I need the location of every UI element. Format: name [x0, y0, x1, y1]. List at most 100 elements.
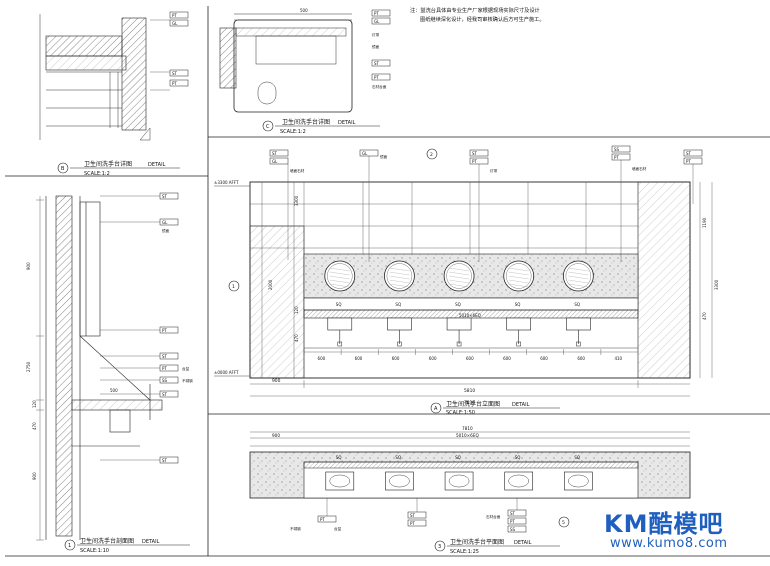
tag: GL: [172, 21, 178, 26]
dim: 500: [110, 388, 118, 393]
title-elevation: A 卫生间洗手台立面图 DETAIL SCALE:1:50: [430, 400, 560, 416]
title-b-text: 卫生间洗手台详图: [84, 160, 132, 168]
note-line-1: 注：盥洗台具体由专业生产厂家根据现场实际尺寸及设计: [410, 6, 540, 14]
tag: PT: [614, 155, 619, 160]
marker-3: 3: [438, 544, 441, 550]
tag: ST: [374, 61, 380, 66]
annotation: 台盆: [182, 366, 190, 371]
watermark-url: www.kumo8.com: [610, 536, 728, 551]
title-plan-suffix: DETAIL: [514, 540, 532, 546]
tag: PT: [472, 159, 477, 164]
watermark: KM酷模吧 www.kumo8.com: [590, 504, 768, 562]
annotation: 灯带: [490, 168, 498, 173]
tag: PT: [686, 159, 691, 164]
title-section: 1 卫生间洗手台剖面图 DETAIL SCALE:1:10: [64, 537, 190, 554]
dim: 600: [466, 356, 474, 361]
title-b-scale: SCALE:1:2: [84, 171, 110, 177]
title-b-suffix: DETAIL: [148, 162, 166, 168]
dim: 600: [318, 356, 326, 361]
section-tags: ST GL PT ST PT SS ST ST: [159, 192, 179, 464]
marker-5: 5: [562, 520, 565, 526]
elevation-tags: ST GL GL ST PT SS PT ST PT: [269, 145, 703, 165]
dim: 120: [32, 400, 37, 408]
title-elevation-scale: SCALE:1:50: [446, 410, 475, 416]
tag: PT: [162, 328, 167, 333]
tag: ST: [162, 458, 168, 463]
plan-sink: SQ: [325, 455, 355, 491]
annotation: 石材台面: [486, 514, 501, 519]
plan-tags: PT ST PT ST PT SS: [317, 509, 527, 533]
sink: SQ: [387, 302, 412, 347]
detail-c: 500 PT GL ST PT 灯带 镜面 石材台面 C 卫生间洗手台详图 DE…: [219, 8, 391, 135]
level-bottom: ±0000 AFFT: [214, 370, 239, 375]
level-markers: ±3300 AFFT ±0000 AFFT: [214, 180, 250, 377]
annotation: 不锈钢: [290, 526, 301, 531]
title-plan: 3 卫生间洗手台平面图 DETAIL SCALE:1:25: [434, 538, 560, 555]
annotation: 墙面石材: [290, 168, 305, 173]
dim: 7810: [462, 426, 473, 431]
section-drawing: 900 2750 470 120 900 500 ST GL PT ST PT …: [26, 192, 193, 554]
detail-b-wall: [121, 17, 147, 131]
tag: PT: [172, 13, 177, 18]
dim: 600: [392, 356, 400, 361]
annotation: 不锈钢: [182, 378, 193, 383]
sink: SQ: [566, 302, 591, 347]
sink: SQ: [506, 302, 532, 347]
tag: PT: [374, 11, 379, 16]
mirror: [503, 260, 535, 292]
tag: SS: [162, 378, 168, 383]
tag: GL: [362, 151, 368, 156]
tag: ST: [162, 194, 168, 199]
tag: ST: [172, 71, 178, 76]
note-line-2: 图纸继续深化设计，经我司审核确认后方可生产施工。: [420, 15, 545, 23]
sink-label: SQ: [395, 302, 401, 307]
dim: 2750: [26, 361, 31, 372]
dim: 600: [577, 356, 585, 361]
tag: ST: [510, 511, 516, 516]
title-c-scale: SCALE:1:2: [280, 129, 306, 135]
annotation: 墙面石材: [632, 166, 647, 171]
tag: ST: [162, 354, 168, 359]
sink-label: SQ: [574, 302, 580, 307]
sink-label: SQ: [336, 302, 342, 307]
dim: 3300: [714, 279, 719, 290]
dim: 2000: [268, 279, 273, 290]
notes: 注：盥洗台具体由专业生产厂家根据现场实际尺寸及设计 图纸继续深化设计，经我司审核…: [410, 6, 545, 23]
annotation: 灯带: [372, 32, 380, 37]
dim: 470: [32, 422, 37, 430]
dim: 900: [32, 472, 37, 480]
sheet-dividers: [5, 6, 770, 557]
detail-b-tags: PT GL ST PT: [169, 11, 189, 87]
tag: SS: [510, 527, 516, 532]
tag: GL: [162, 220, 168, 225]
tag: GL: [374, 19, 380, 24]
dim: 5010×6EQ: [456, 433, 479, 438]
dim: 5810: [464, 388, 475, 394]
dim: 120: [294, 306, 299, 314]
plan-sink-label: SQ: [455, 455, 461, 460]
watermark-logo: KM酷模吧: [604, 510, 724, 538]
tag: PT: [410, 521, 415, 526]
marker-a: A: [434, 406, 438, 412]
title-elevation-suffix: DETAIL: [512, 402, 530, 408]
annotation: 石材台面: [372, 84, 387, 89]
detail-b-hatch: [45, 35, 123, 57]
title-c-suffix: DETAIL: [338, 120, 356, 126]
tag: ST: [410, 513, 416, 518]
dim: 900: [26, 262, 31, 270]
marker-2: 2: [430, 152, 433, 158]
plan-sink: SQ: [504, 455, 534, 491]
dim: 900: [272, 433, 280, 438]
plan-sink: SQ: [444, 455, 474, 491]
sink: SQ: [327, 302, 353, 347]
detail-b-counter: [45, 55, 127, 71]
detail-c-tags: PT GL ST PT: [371, 9, 391, 81]
dim: 600: [540, 356, 548, 361]
dim: 410: [614, 356, 622, 361]
mirror: [384, 260, 415, 292]
plan-sink-label: SQ: [515, 455, 521, 460]
